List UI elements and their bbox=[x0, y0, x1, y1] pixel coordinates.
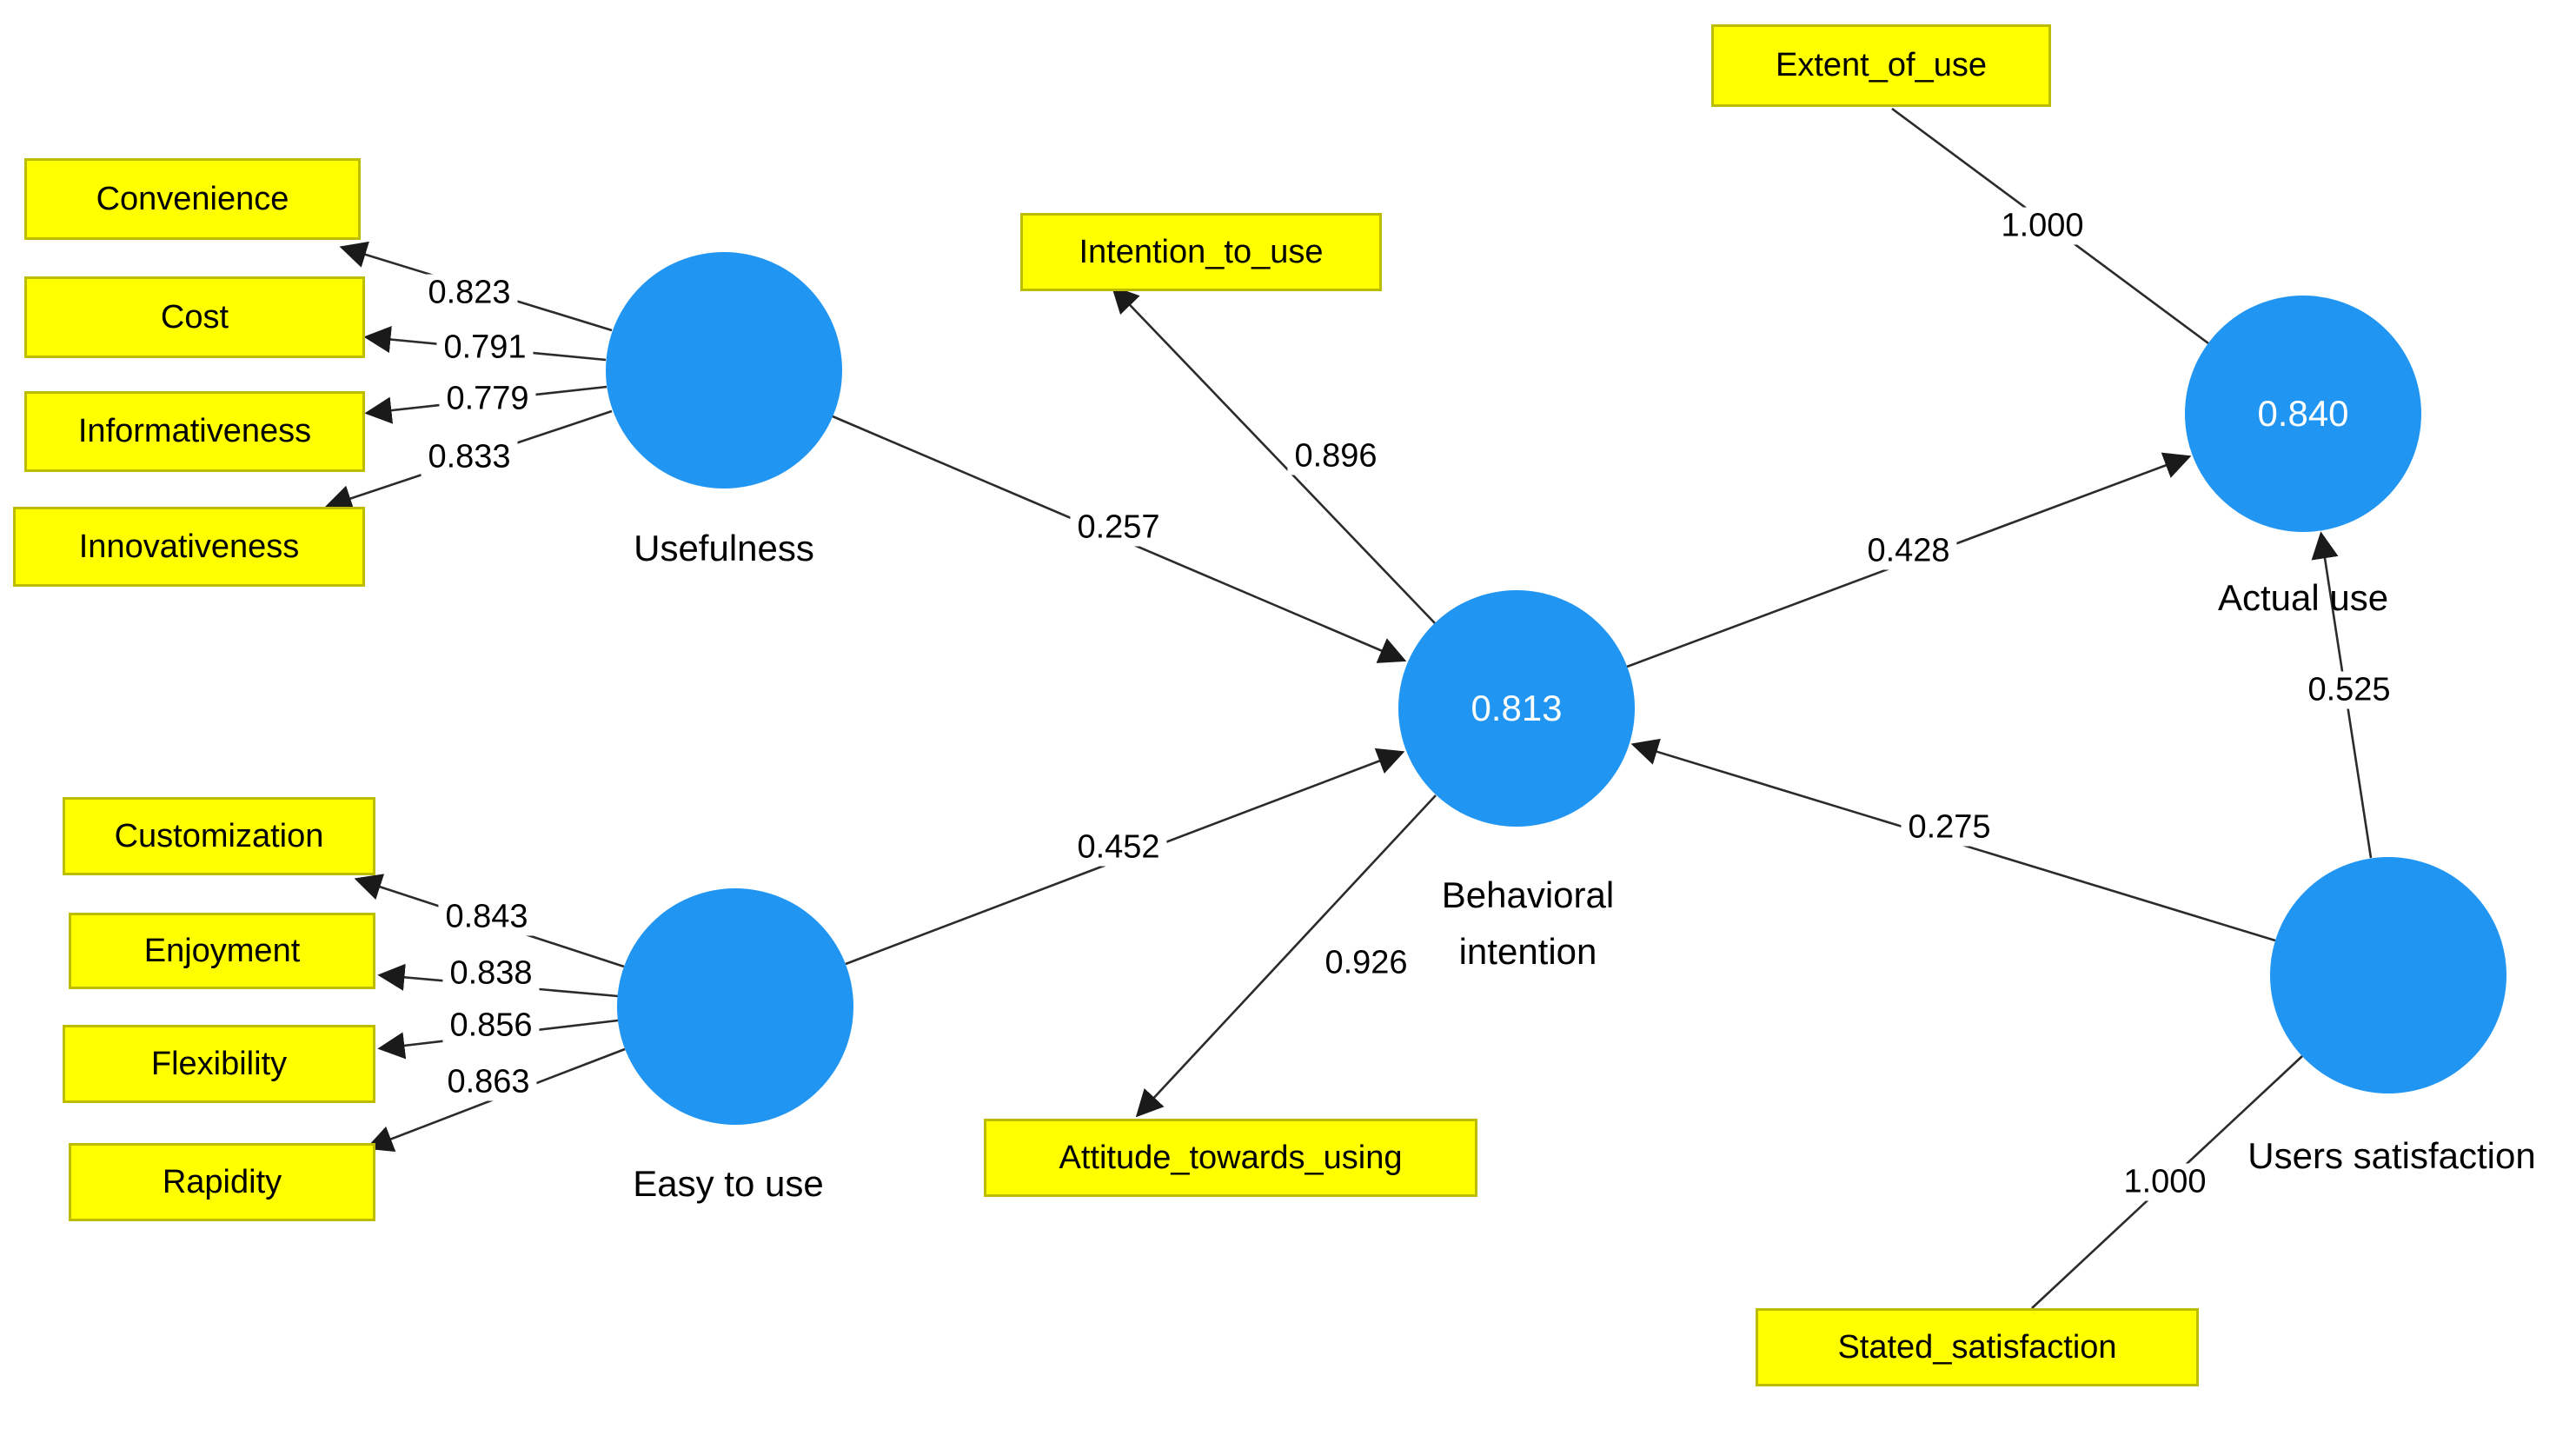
coef-usefulness-cost[interactable]: 0.791 bbox=[436, 329, 534, 367]
coef-usefulness-informativeness[interactable]: 0.779 bbox=[439, 380, 536, 418]
coef-behavioral-intentiontouse[interactable]: 0.896 bbox=[1287, 437, 1384, 475]
latent-usefulness[interactable] bbox=[606, 252, 842, 489]
coef-easytouse-behavioral[interactable]: 0.452 bbox=[1070, 828, 1167, 867]
latent-label-behavioral-line2: intention bbox=[1458, 931, 1597, 972]
coef-satisfaction-behavioral[interactable]: 0.275 bbox=[1901, 808, 1998, 847]
coef-easytouse-flexibility[interactable]: 0.856 bbox=[442, 1007, 540, 1045]
latent-label-users-satisfaction: Users satisfaction bbox=[2247, 1135, 2536, 1176]
coef-satisfaction-stated[interactable]: 1.000 bbox=[2116, 1163, 2214, 1201]
coef-behavioral-actualuse[interactable]: 0.428 bbox=[1860, 532, 1957, 570]
edge-behavioral-intentiontouse[interactable] bbox=[1111, 285, 1436, 624]
indicator-innovativeness[interactable]: Innovativeness bbox=[13, 507, 365, 587]
indicator-informativeness[interactable]: Informativeness bbox=[24, 391, 365, 472]
indicator-convenience[interactable]: Convenience bbox=[24, 158, 361, 240]
edge-behavioral-attitude[interactable] bbox=[1135, 794, 1437, 1118]
latent-actual-use[interactable]: 0.840 bbox=[2185, 296, 2421, 532]
indicator-cost[interactable]: Cost bbox=[24, 276, 365, 358]
indicator-flexibility[interactable]: Flexibility bbox=[63, 1025, 375, 1103]
coef-satisfaction-actualuse[interactable]: 0.525 bbox=[2300, 671, 2398, 709]
coef-extentofuse-actualuse[interactable]: 1.000 bbox=[1994, 207, 2091, 245]
indicator-attitude-towards-using[interactable]: Attitude_towards_using bbox=[984, 1119, 1477, 1197]
coef-usefulness-behavioral[interactable]: 0.257 bbox=[1070, 508, 1167, 547]
coef-usefulness-innovativeness[interactable]: 0.833 bbox=[421, 438, 518, 476]
indicator-customization[interactable]: Customization bbox=[63, 797, 375, 875]
coef-easytouse-enjoyment[interactable]: 0.838 bbox=[442, 954, 540, 993]
latent-easy-to-use[interactable] bbox=[617, 888, 853, 1125]
indicator-intention-to-use[interactable]: Intention_to_use bbox=[1020, 213, 1382, 291]
coef-behavioral-attitude[interactable]: 0.926 bbox=[1318, 944, 1415, 982]
latent-label-easy-to-use: Easy to use bbox=[633, 1163, 824, 1204]
indicator-stated-satisfaction[interactable]: Stated_satisfaction bbox=[1756, 1308, 2199, 1386]
indicator-rapidity[interactable]: Rapidity bbox=[69, 1143, 375, 1221]
coef-easytouse-rapidity[interactable]: 0.863 bbox=[440, 1063, 537, 1101]
latent-label-behavioral-line1: Behavioral bbox=[1441, 874, 1615, 915]
coef-easytouse-customization[interactable]: 0.843 bbox=[438, 898, 535, 936]
coef-usefulness-convenience[interactable]: 0.823 bbox=[421, 274, 518, 312]
latent-users-satisfaction[interactable] bbox=[2270, 857, 2506, 1093]
indicator-enjoyment[interactable]: Enjoyment bbox=[69, 913, 375, 989]
indicator-extent-of-use[interactable]: Extent_of_use bbox=[1711, 24, 2051, 107]
latent-label-usefulness: Usefulness bbox=[634, 528, 814, 568]
latent-behavioral-intention[interactable]: 0.813 bbox=[1398, 590, 1635, 827]
latent-label-actual-use: Actual use bbox=[2217, 577, 2389, 618]
